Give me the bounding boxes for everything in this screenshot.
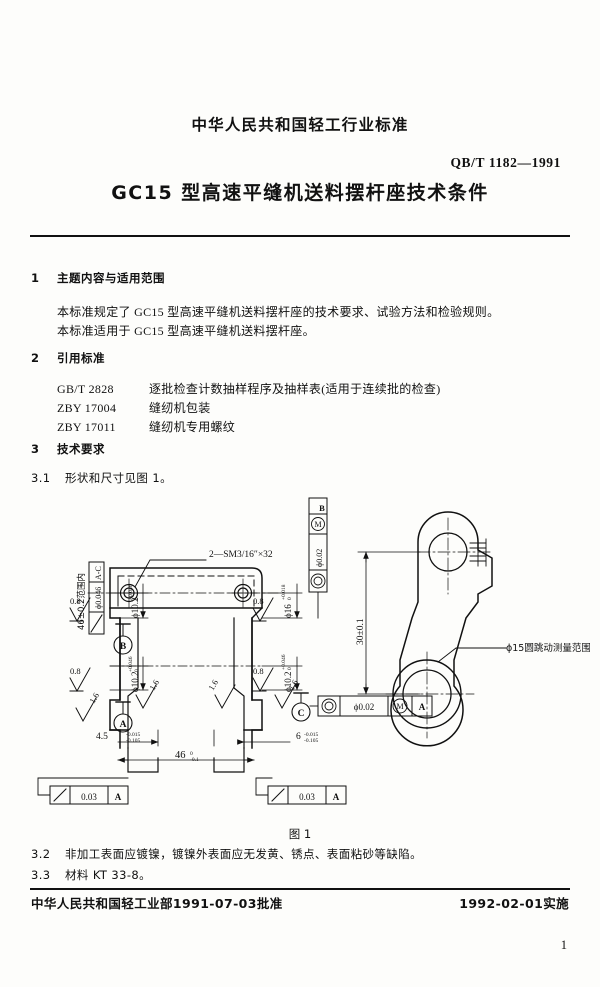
surface-finish-label: 1.6 [286, 678, 300, 692]
fcf-datum-3: A [419, 702, 426, 712]
section-number-3: 3 [31, 442, 40, 456]
section-title-2: 引用标准 [57, 351, 105, 365]
fcf-tolerance-2: ϕ0.02 [315, 549, 324, 567]
dimension-dia-10-2-upper-tol-up: +0.046 [128, 584, 134, 600]
page-number: 1 [560, 938, 567, 952]
engineering-drawing-svg: 2—SM3/16″×32 46±0.2范围内 ϕ0.046 A-C B A C … [37, 497, 591, 805]
runout-note-label: ϕ15圆跳动测量范围 [506, 642, 590, 654]
fcf-tolerance-5: 0.03 [299, 792, 315, 802]
requirement-3-1: 3.1 形状和尺寸见图 1。 [31, 470, 172, 486]
reference-title: 缝纫机包装 [149, 401, 211, 415]
standard-number: QB/T 1182—1991 [450, 155, 561, 170]
surface-finish-label: 0.8 [253, 666, 264, 676]
surface-finish-label: 1.6 [206, 678, 220, 692]
dimension-30: 30±0.1 [356, 618, 366, 645]
dimension-dia-10-2-lower: ϕ10.2 [130, 672, 140, 693]
dimension-6-tol-dn: -0.105 [304, 738, 318, 744]
approval-statement: 中华人民共和国轻工业部1991-07-03批准 [31, 896, 283, 911]
dimension-dia-10-2-right-tol-up: +0.046 [281, 654, 287, 670]
dimension-46-tol-dn: -0.1 [190, 757, 199, 763]
dimension-dia-16: ϕ16 [283, 604, 293, 618]
dimension-dia-10-2-right-tol-dn: 0 [287, 667, 293, 670]
dimension-46-tol-up: 0 [190, 751, 193, 757]
requirement-text: 材料 KT 33-8。 [65, 868, 151, 882]
surface-finish-label: 0.8 [253, 596, 264, 606]
issuing-organization: 中华人民共和国轻工行业标准 [191, 116, 409, 134]
scope-line-1: 本标准规定了 GC15 型高速平缝机送料摆杆座的技术要求、试验方法和检验规则。 [57, 305, 500, 319]
reference-code: ZBY 17004 [57, 401, 117, 415]
fcf-datum-5: A [333, 792, 340, 802]
surface-finish-label: 1.6 [87, 691, 101, 705]
section-number-2: 2 [31, 351, 40, 365]
dimension-6: 6 [296, 732, 301, 742]
reference-title: 缝纫机专用螺纹 [149, 420, 236, 434]
document-title: GC15 型高速平缝机送料摆杆座技术条件 [111, 182, 489, 204]
technical-drawing-figure-1: 2—SM3/16″×32 46±0.2范围内 ϕ0.046 A-C B A C … [10, 490, 591, 840]
surface-finish-label: 0.8 [70, 596, 81, 606]
surface-finish-label: 0.8 [70, 666, 81, 676]
section-title-3: 技术要求 [57, 442, 105, 456]
requirement-text: 形状和尺寸见图 1。 [65, 471, 172, 485]
reference-code: GB/T 2828 [57, 382, 114, 396]
section-heading-2: 2 引用标准 [31, 350, 105, 366]
dimension-dia-10-2-lower-tol-up: +0.046 [128, 656, 134, 672]
fcf-modifier-3: M [396, 702, 403, 711]
section-number-1: 1 [31, 271, 40, 285]
requirement-3-2: 3.2 非加工表面应镀镍，镀镍外表面应无发黄、锈点、表面粘砂等缺陷。 [31, 846, 422, 862]
fcf-datum-4: A [115, 792, 122, 802]
dimension-dia-10-2-lower-tol-dn: 0 [134, 669, 140, 672]
range-note-label: 46±0.2范围内 [76, 573, 87, 630]
dimension-4-5-tol-up: -0.015 [126, 732, 140, 738]
effective-date: 1992-02-01实施 [459, 896, 569, 911]
dimension-dia-16-tol-dn: 0 [287, 597, 293, 600]
scope-line-2: 本标准适用于 GC15 型高速平缝机送料摆杆座。 [57, 324, 315, 338]
fcf-tolerance-4: 0.03 [81, 792, 97, 802]
fcf-tolerance-1: ϕ0.046 [94, 587, 103, 609]
reference-item: ZBY 17004 缝纫机包装 [57, 399, 211, 416]
thread-callout-label: 2—SM3/16″×32 [209, 550, 273, 560]
reference-item: ZBY 17011 缝纫机专用螺纹 [57, 418, 235, 435]
figure-caption: 图 1 [288, 827, 312, 841]
header-divider [30, 235, 570, 237]
footer-divider [30, 888, 570, 890]
requirement-number: 3.2 [31, 847, 51, 861]
reference-title: 逐批检查计数抽样程序及抽样表(适用于连续批的检查) [149, 382, 441, 396]
fcf-datum-1: A-C [94, 566, 103, 580]
requirement-text: 非加工表面应镀镍，镀镍外表面应无发黄、锈点、表面粘砂等缺陷。 [65, 847, 422, 861]
dimension-dia-10-2-right: ϕ10.2 [283, 672, 293, 693]
fcf-tolerance-3: ϕ0.02 [354, 702, 375, 712]
dimension-4-5-tol-dn: -0.105 [126, 738, 140, 744]
requirement-number: 3.1 [31, 471, 51, 485]
dimension-4-5: 4.5 [96, 732, 108, 742]
reference-code: ZBY 17011 [57, 420, 116, 434]
fcf-modifier-2: M [314, 520, 321, 529]
surface-finish-label: 1.6 [147, 678, 161, 692]
dimension-6-tol-up: -0.015 [304, 732, 318, 738]
dimension-dia-10-2-upper-tol-dn: 0 [134, 597, 140, 600]
requirement-3-3: 3.3 材料 KT 33-8。 [31, 867, 151, 883]
datum-c-label: C [298, 709, 305, 719]
section-title-1: 主题内容与适用范围 [57, 271, 165, 285]
section-heading-3: 3 技术要求 [31, 441, 105, 457]
section-heading-1: 1 主题内容与适用范围 [31, 270, 165, 286]
dimension-dia-10-2-upper: ϕ10.2 [130, 598, 140, 619]
requirement-number: 3.3 [31, 868, 51, 882]
datum-a-label: A [120, 720, 127, 730]
dimension-46: 46 [175, 750, 186, 761]
dimension-dia-16-tol-up: +0.018 [281, 584, 287, 600]
fcf-datum-2: B [319, 503, 325, 513]
datum-b-label: B [120, 642, 127, 652]
reference-item: GB/T 2828 逐批检查计数抽样程序及抽样表(适用于连续批的检查) [57, 380, 441, 397]
